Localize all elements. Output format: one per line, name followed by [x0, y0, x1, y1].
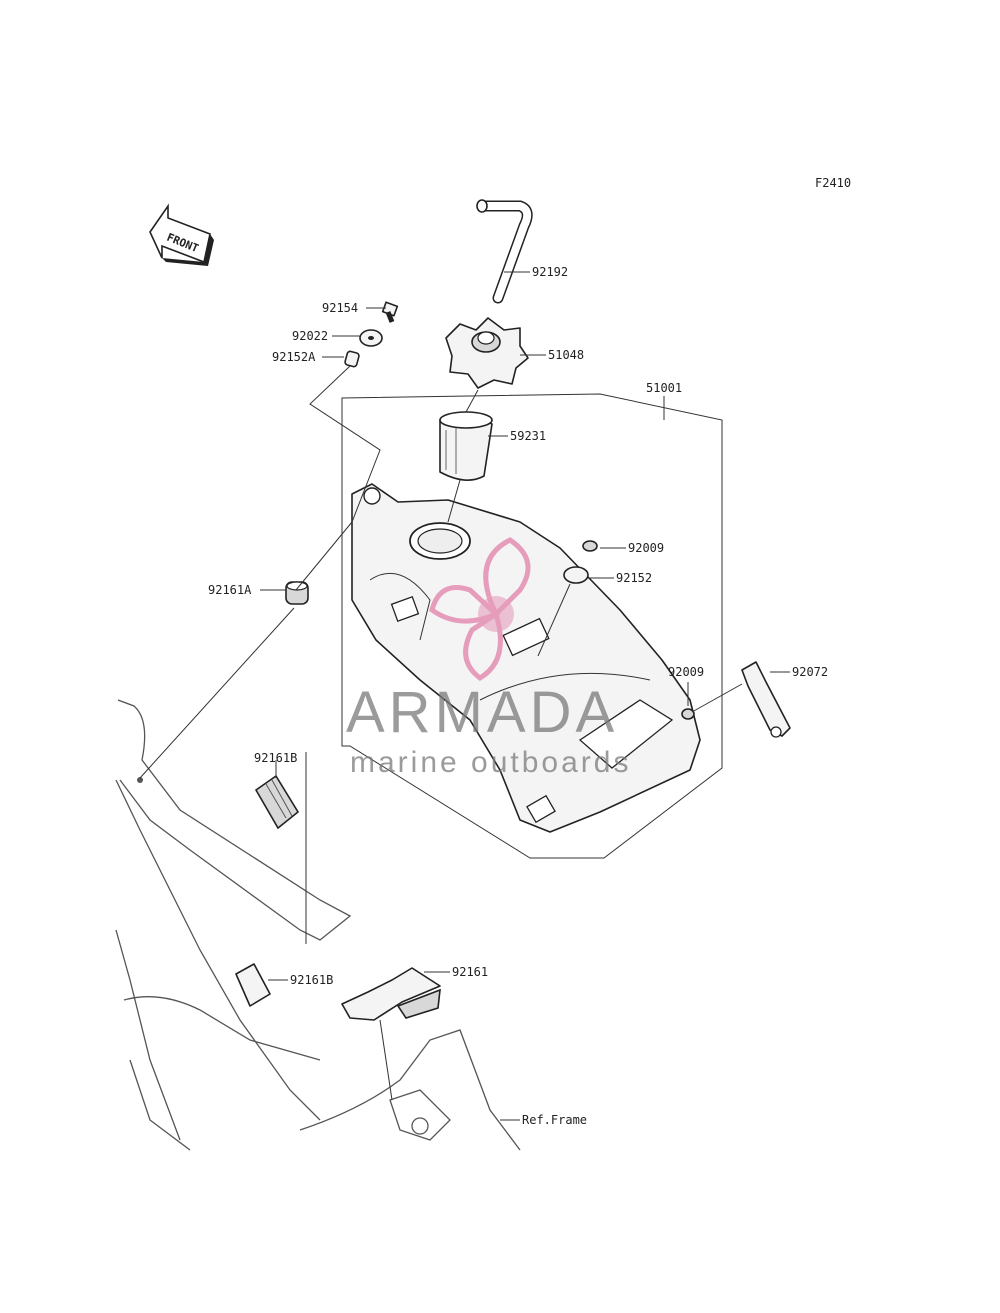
part-label[interactable]: 92152	[616, 571, 652, 585]
strap-92072	[741, 661, 791, 738]
part-label[interactable]: 92072	[792, 665, 828, 679]
part-label[interactable]: 51001	[646, 381, 682, 395]
part-label[interactable]: 59231	[510, 429, 546, 443]
bolt-92009-upper	[582, 540, 598, 552]
washer-92152	[563, 566, 589, 584]
damper-92161B-bottom	[235, 963, 271, 1007]
part-label[interactable]: 92161	[452, 965, 488, 979]
washer-92022-hole	[368, 336, 374, 340]
watermark-tagline: marine outboards	[350, 746, 631, 779]
part-label[interactable]: 92152A	[272, 350, 316, 364]
part-label[interactable]: 92009	[668, 665, 704, 679]
watermark-logo-icon	[429, 537, 531, 682]
part-label[interactable]: 92009	[628, 541, 664, 555]
bolt-92009-lower	[681, 708, 695, 720]
collar-92152A	[344, 350, 360, 368]
part-label[interactable]: 92154	[322, 301, 358, 315]
part-label[interactable]: 92161B	[290, 973, 333, 987]
part-label[interactable]: 51048	[548, 348, 584, 362]
fuel-filter	[439, 411, 493, 481]
assembly-bracket	[341, 393, 723, 859]
damper-92161A	[285, 581, 309, 605]
bolt-92154	[381, 301, 399, 323]
part-label[interactable]: 92192	[532, 265, 568, 279]
watermark-brand: ARMADA	[346, 680, 618, 745]
part-label[interactable]: 92022	[292, 329, 328, 343]
part-label[interactable]: Ref.Frame	[522, 1113, 587, 1127]
part-label[interactable]: 92161A	[208, 583, 252, 597]
watermark: ARMADA marine outboards	[346, 537, 631, 779]
damper-92161	[341, 967, 441, 1021]
part-label[interactable]: 92161B	[254, 751, 297, 765]
damper-92161B-top	[254, 774, 300, 830]
fuel-tank	[351, 483, 701, 833]
figure-id: F2410	[815, 176, 851, 190]
motorcycle-frame	[115, 699, 521, 1151]
front-arrow-icon: FRONT	[149, 203, 214, 266]
fuel-cap	[445, 317, 529, 389]
breather-hose	[476, 199, 533, 304]
leader-lines	[139, 271, 790, 1121]
